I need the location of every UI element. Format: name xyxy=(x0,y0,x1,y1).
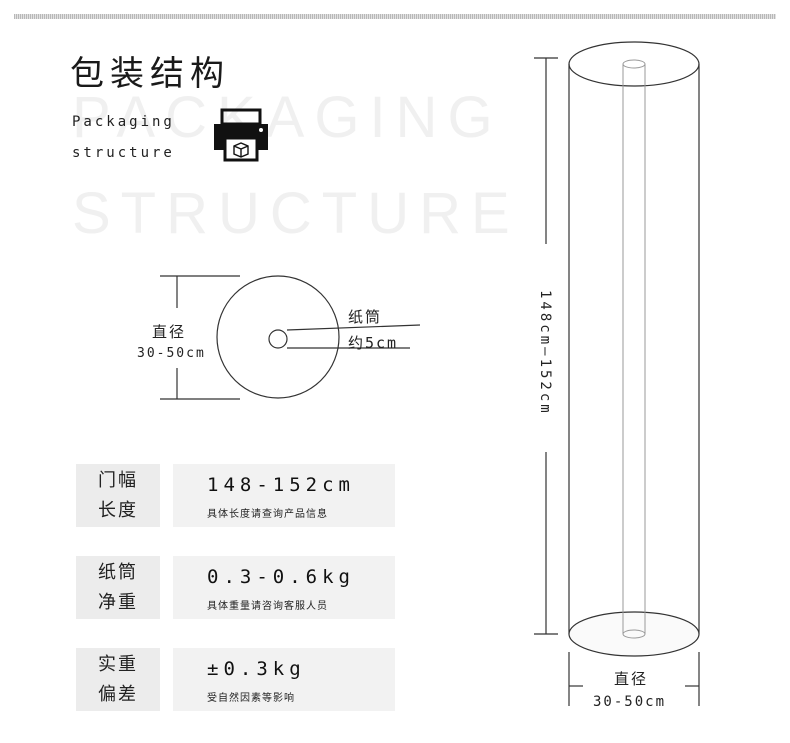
spec-note: 具体长度请查询产品信息 xyxy=(207,509,328,520)
spec-key-line-2: 长度 xyxy=(98,499,138,521)
spec-key: 门幅 长度 xyxy=(76,464,160,527)
diameter-bracket xyxy=(160,275,240,400)
spec-value: ±0.3kg xyxy=(207,658,306,680)
roll-cylinder xyxy=(568,41,700,657)
roll-diameter-label: 直径 xyxy=(614,670,649,688)
watermark-line-1: PACKAGING xyxy=(72,85,503,150)
package-box-icon xyxy=(214,108,268,162)
spec-value-cell: 148-152cm 具体长度请查询产品信息 xyxy=(173,464,395,527)
spec-note: 具体重量请咨询客服人员 xyxy=(207,601,328,612)
roll-diameter-value: 30-50cm xyxy=(593,694,667,710)
length-dimension-line xyxy=(534,57,558,635)
roll-length-label: 148cm—152cm xyxy=(537,290,553,416)
spec-key: 纸筒 净重 xyxy=(76,556,160,619)
spec-value-cell: 0.3-0.6kg 具体重量请咨询客服人员 xyxy=(173,556,395,619)
spec-note: 受自然因素等影响 xyxy=(207,693,295,704)
core-circle xyxy=(268,329,288,349)
spec-key-line-1: 纸筒 xyxy=(98,561,138,583)
spec-value: 148-152cm xyxy=(207,474,355,496)
cross-section-diameter-label: 直径 xyxy=(152,323,187,341)
roll-outer-circle xyxy=(216,275,340,399)
cross-section-diameter-value: 30-50cm xyxy=(137,346,206,361)
core-label: 纸筒 xyxy=(348,308,383,326)
spec-key-line-2: 偏差 xyxy=(98,683,138,705)
section-title: 包装结构 xyxy=(70,54,230,94)
spec-key: 实重 偏差 xyxy=(76,648,160,711)
roll-diameter-bracket xyxy=(568,652,700,706)
spec-key-line-2: 净重 xyxy=(98,591,138,613)
spec-key-line-1: 实重 xyxy=(98,653,138,675)
core-leader-lines xyxy=(286,324,421,349)
spec-value-cell: ±0.3kg 受自然因素等影响 xyxy=(173,648,395,711)
watermark-line-2: STRUCTURE xyxy=(72,181,520,246)
section-subtitle-line-1: Packaging xyxy=(72,114,175,130)
spec-key-line-1: 门幅 xyxy=(98,469,138,491)
spec-value: 0.3-0.6kg xyxy=(207,566,355,588)
top-divider-bar xyxy=(14,14,776,19)
core-value: 约5cm xyxy=(348,334,399,352)
section-subtitle-line-2: structure xyxy=(72,145,175,161)
core-tube xyxy=(622,59,646,639)
